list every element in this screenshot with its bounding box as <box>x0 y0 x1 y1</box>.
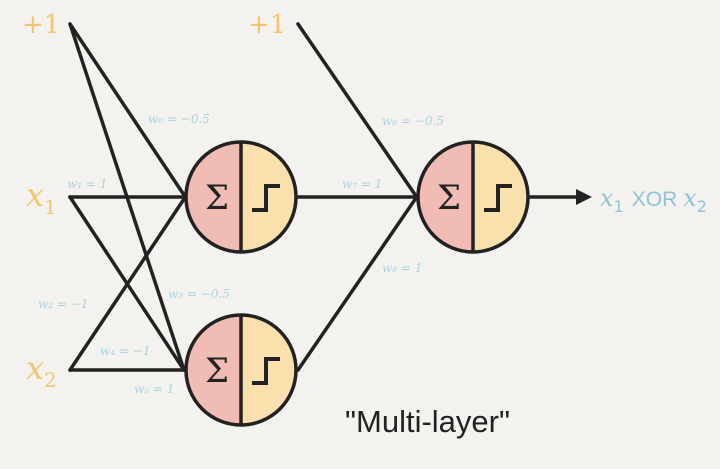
sum-icon: Σ <box>437 178 461 218</box>
weight-w6: w₆ = −0.5 <box>382 114 444 128</box>
sum-half <box>186 315 241 425</box>
step-function-icon <box>484 184 512 212</box>
weight-w4: w₄ = −1 <box>100 344 150 358</box>
sum-half <box>186 142 241 252</box>
input-x1: x1 <box>26 176 57 219</box>
weight-w7: w₇ = 1 <box>342 177 382 191</box>
step-function-icon <box>252 184 280 212</box>
step-half <box>241 142 296 252</box>
weight-w5: w₅ = 1 <box>134 382 174 396</box>
input-x2: x2 <box>26 349 57 392</box>
sum-icon: Σ <box>205 351 229 391</box>
edge-hidden-bottom-output <box>296 196 418 372</box>
connections <box>68 22 582 372</box>
diagram-caption: "Multi-layer" <box>345 404 510 439</box>
edge-x2-hidden-top <box>68 197 186 372</box>
weight-w3: w₃ = −0.5 <box>168 287 230 301</box>
weight-w2: w₂ = −1 <box>38 297 88 311</box>
bias-input-2: +1 <box>248 10 286 40</box>
weight-w8: w₈ = 1 <box>382 261 422 275</box>
edge-bias1-hidden-top <box>68 22 186 197</box>
sum-half <box>418 142 473 252</box>
output-arrow-head <box>576 189 592 205</box>
neuron-output: Σ <box>416 140 530 254</box>
edge-bias2-output <box>296 22 418 198</box>
step-half <box>241 315 296 425</box>
bias-input-1: +1 <box>22 10 60 40</box>
sum-icon: Σ <box>205 178 229 218</box>
step-function-icon <box>252 357 280 385</box>
neuron-hidden-bottom: Σ <box>184 313 298 427</box>
weight-labels: w₀ = −0.5 w₁ = 1 w₂ = −1 w₃ = −0.5 w₄ = … <box>38 112 444 396</box>
step-half <box>473 142 528 252</box>
weight-w0: w₀ = −0.5 <box>148 112 210 126</box>
neuron-hidden-top: Σ <box>184 140 298 254</box>
weight-w1: w₁ = 1 <box>67 177 107 191</box>
